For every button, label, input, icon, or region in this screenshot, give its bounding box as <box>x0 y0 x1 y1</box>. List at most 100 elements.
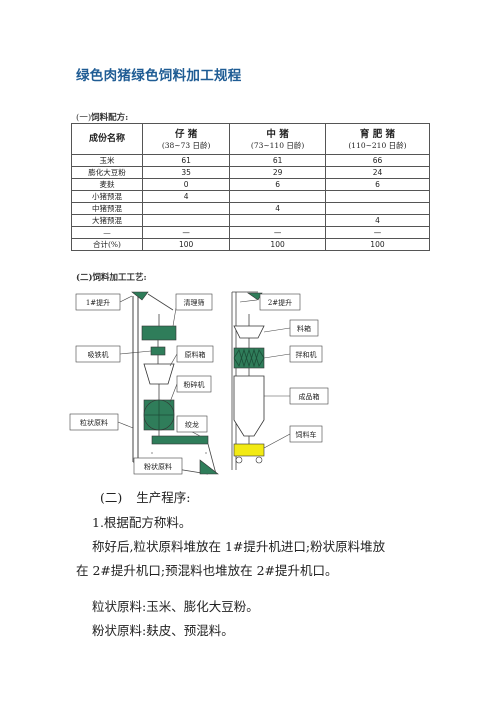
subsection-heading: (二) 生产程序: <box>100 487 190 506</box>
column-header-finisher-age: (110~210 日龄) <box>348 140 407 150</box>
column-header-grower-name: 中 猪 <box>266 128 289 140</box>
label-granular: 粒状原料 <box>69 413 119 431</box>
value-cell: 0 <box>141 178 231 191</box>
raw-bin-hopper-icon <box>143 363 175 385</box>
label-cleaner-text: 清理筛 <box>184 298 205 307</box>
column-header-finisher: 育 肥 猪 (110~210 日龄) <box>324 123 431 155</box>
label-lift2: 2#提升 <box>259 293 301 311</box>
value-cell <box>324 190 431 203</box>
label-magnet: 吸铁机 <box>75 345 121 363</box>
value-cell <box>141 214 231 227</box>
label-powder-text: 粉状原料 <box>144 462 172 471</box>
label-lift1-text: 1#提升 <box>86 298 110 307</box>
section-formula-prefix: (一) <box>76 113 92 123</box>
ingredient-cell: 麦麸 <box>71 178 143 191</box>
label-bin-text: 料箱 <box>297 324 311 333</box>
section-formula-label: 饲料配方: <box>91 113 129 123</box>
label-lift1: 1#提升 <box>75 293 121 311</box>
feed-formula-table: 成份名称 仔 猪 (38~73 日龄) 中 猪 (73~110 日龄) 育 肥 … <box>71 123 431 251</box>
table-row: 中猪预混 4 <box>71 202 431 215</box>
lift2-bottom-hopper-icon <box>199 459 219 475</box>
value-cell: 4 <box>141 190 231 203</box>
value-cell: 6 <box>229 178 326 191</box>
subsection-number: (二) <box>100 490 123 505</box>
value-cell: 24 <box>324 166 431 179</box>
column-header-ingredient: 成份名称 <box>71 123 143 155</box>
value-cell: 29 <box>229 166 326 179</box>
value-cell: 61 <box>229 154 326 167</box>
table-row: 大猪预混 4 <box>71 214 431 227</box>
section-formula-heading: (一)饲料配方: <box>76 111 128 123</box>
value-cell: — <box>229 226 326 239</box>
value-cell: 61 <box>141 154 231 167</box>
table-row: 膨化大豆粉 35 29 24 <box>71 166 431 179</box>
table-row: 小猪预混 4 <box>71 190 431 203</box>
process-flow-diagram: 1#提升 清理筛 2#提升 料箱 吸铁机 原料箱 拌和机 粉碎机 成品箱 粒状原… <box>69 291 329 475</box>
ingredient-cell: 大猪预混 <box>71 214 143 227</box>
section-process-heading: (二)饲料加工工艺: <box>76 273 147 283</box>
value-cell: 6 <box>324 178 431 191</box>
ingredient-cell: 中猪预混 <box>71 202 143 215</box>
lift1-hopper-icon <box>131 291 149 301</box>
cleaner-sieve-icon <box>141 325 177 341</box>
value-cell <box>229 190 326 203</box>
label-auger: 绞龙 <box>176 415 208 433</box>
value-cell: — <box>141 226 231 239</box>
ingredient-cell: 合计(%) <box>71 238 143 251</box>
value-cell: 35 <box>141 166 231 179</box>
table-row-total: 合计(%) 100 100 100 <box>71 238 431 251</box>
value-cell: 66 <box>324 154 431 167</box>
label-feed-cart: 饲料车 <box>289 425 323 443</box>
label-bin: 料箱 <box>289 319 319 337</box>
table-header-row: 成份名称 仔 猪 (38~73 日龄) 中 猪 (73~110 日龄) 育 肥 … <box>71 123 431 155</box>
subsection-title: 生产程序: <box>136 490 191 505</box>
ingredient-cell: 小猪预混 <box>71 190 143 203</box>
value-cell: 4 <box>324 214 431 227</box>
label-raw-bin: 原料箱 <box>176 345 214 363</box>
column-header-piglet: 仔 猪 (38~73 日龄) <box>141 123 231 155</box>
label-magnet-text: 吸铁机 <box>88 350 109 359</box>
product-bin-icon <box>233 375 265 437</box>
powder-materials-line: 粉状原料:麸皮、预混料。 <box>92 623 234 638</box>
column-header-grower: 中 猪 (73~110 日龄) <box>229 123 326 155</box>
label-powder: 粉状原料 <box>133 457 183 475</box>
column-header-piglet-name: 仔 猪 <box>174 128 198 140</box>
label-product-bin: 成品箱 <box>289 387 329 405</box>
table-row: 玉米 61 61 66 <box>71 154 431 167</box>
value-cell: — <box>324 226 431 239</box>
value-cell <box>141 202 231 215</box>
label-raw-bin-text: 原料箱 <box>185 350 206 359</box>
column-header-finisher-name: 育 肥 猪 <box>359 128 396 140</box>
label-mixer-text: 拌和机 <box>296 350 317 359</box>
mixer-icon <box>233 347 265 369</box>
label-grinder-text: 粉碎机 <box>184 380 205 389</box>
label-auger-text: 绞龙 <box>185 420 199 429</box>
value-cell: 4 <box>229 202 326 215</box>
step-1: 1.根据配方称料。 <box>92 515 192 530</box>
label-grinder: 粉碎机 <box>176 375 212 393</box>
label-product-bin-text: 成品箱 <box>299 392 320 401</box>
page-title: 绿色肉猪绿色饲料加工规程 <box>76 68 242 84</box>
label-granular-text: 粒状原料 <box>80 418 108 427</box>
paragraph-weighing: 称好后,粒状原料堆放在 1#提升机进口;粉状原料堆放 <box>92 539 386 554</box>
label-cleaner: 清理筛 <box>175 293 213 311</box>
value-cell <box>324 202 431 215</box>
column-header-grower-age: (73~110 日龄) <box>250 140 305 150</box>
feed-cart-icon <box>233 443 265 464</box>
label-feed-cart-text: 饲料车 <box>296 430 317 439</box>
ingredient-cell: — <box>71 226 143 239</box>
paragraph-weighing-cont: 在 2#提升机口;预混料也堆放在 2#提升机口。 <box>76 563 338 578</box>
table-row: 麦麸 0 6 6 <box>71 178 431 191</box>
material-bin-icon <box>233 325 265 339</box>
value-cell: 100 <box>141 238 231 251</box>
value-cell: 100 <box>324 238 431 251</box>
label-mixer: 拌和机 <box>289 345 323 363</box>
value-cell: 100 <box>229 238 326 251</box>
magnet-icon <box>150 346 166 356</box>
granular-materials-line: 粒状原料:玉米、膨化大豆粉。 <box>92 599 259 614</box>
auger-icon <box>151 435 209 445</box>
column-header-piglet-age: (38~73 日龄) <box>161 140 211 150</box>
value-cell <box>229 214 326 227</box>
grinder-icon <box>143 399 175 431</box>
label-lift2-text: 2#提升 <box>268 298 292 307</box>
